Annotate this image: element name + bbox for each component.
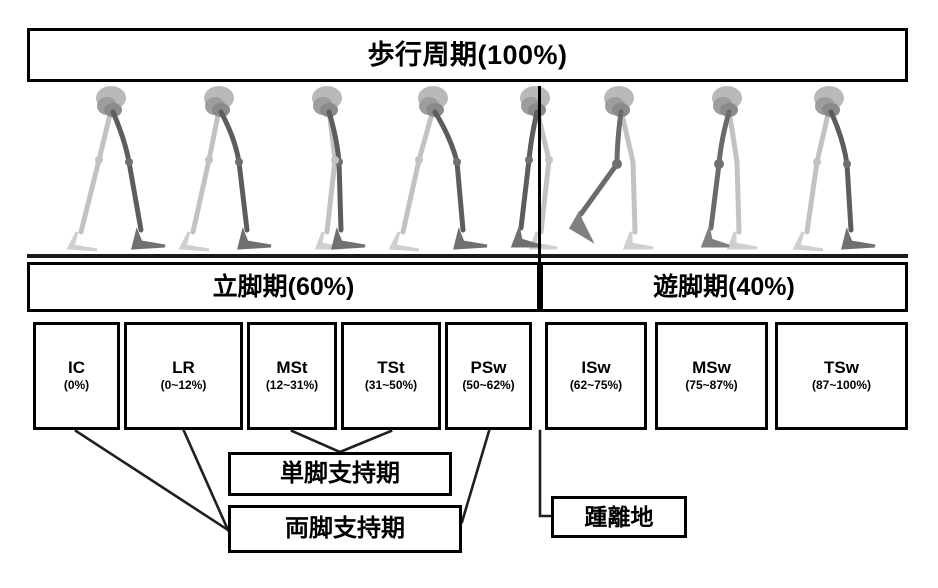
skeleton-illustration-strip — [27, 86, 908, 256]
skeleton-figure-tsw — [792, 86, 876, 252]
subphase-range-tst: (31~50%) — [364, 378, 418, 393]
connector-ic-to-double-support — [74, 429, 230, 532]
subphase-box-tsw: TSw (87~100%) — [775, 322, 908, 430]
subphase-box-tst: TSt (31~50%) — [341, 322, 441, 430]
subphase-code-msw: MSw — [692, 357, 731, 377]
subphase-range-isw: (62~75%) — [569, 378, 623, 393]
subphase-code-tst: TSt — [377, 357, 405, 377]
subphase-box-msw: MSw (75~87%) — [655, 322, 768, 430]
stance-phase-box: 立脚期(60%) — [27, 262, 540, 312]
skeleton-figure-mst — [312, 86, 366, 250]
subphase-code-lr: LR — [172, 357, 195, 377]
gait-cycle-title-label: 歩行周期(100%) — [367, 39, 568, 70]
skeleton-figure-msw — [700, 86, 758, 250]
connector-tst-to-single-support — [338, 429, 393, 454]
double-limb-support-box: 両脚支持期 — [228, 505, 462, 553]
subphase-box-isw: ISw (62~75%) — [545, 322, 647, 430]
connector-mst-to-single-support — [290, 429, 342, 454]
skeleton-figure-lr — [178, 86, 272, 252]
double-limb-support-label: 両脚支持期 — [285, 515, 405, 542]
subphase-range-lr: (0~12%) — [160, 378, 207, 393]
subphase-box-mst: MSt (12~31%) — [247, 322, 337, 430]
connector-psw-to-double-support — [460, 429, 491, 524]
subphase-code-tsw: TSw — [824, 357, 859, 377]
ground-reference-line — [27, 254, 908, 258]
heel-off-label: 踵離地 — [584, 503, 654, 530]
skeleton-figure-tst — [388, 86, 488, 252]
single-limb-support-label: 単脚支持期 — [280, 460, 400, 487]
subphase-code-isw: ISw — [581, 357, 611, 377]
connector-heel-off-leader — [538, 429, 553, 518]
stance-swing-divider-line — [538, 86, 541, 312]
single-limb-support-box: 単脚支持期 — [228, 452, 452, 496]
subphase-box-psw: PSw (50~62%) — [445, 322, 532, 430]
subphase-range-psw: (50~62%) — [462, 378, 515, 393]
subphase-range-tsw: (87~100%) — [811, 378, 872, 393]
skeleton-figure-ic — [66, 86, 166, 252]
swing-phase-label: 遊脚期(40%) — [653, 272, 795, 301]
subphase-code-psw: PSw — [470, 357, 507, 377]
subphase-box-lr: LR (0~12%) — [124, 322, 243, 430]
swing-phase-box: 遊脚期(40%) — [540, 262, 908, 312]
subphase-box-ic: IC (0%) — [33, 322, 120, 430]
heel-off-box: 踵離地 — [551, 496, 687, 538]
subphase-range-msw: (75~87%) — [685, 378, 738, 393]
gait-cycle-title-box: 歩行周期(100%) — [27, 28, 908, 82]
skeleton-figure-isw — [568, 86, 654, 250]
stance-phase-label: 立脚期(60%) — [212, 272, 355, 301]
subphase-range-ic: (0%) — [63, 378, 90, 393]
subphase-code-ic: IC — [68, 357, 85, 377]
subphase-range-mst: (12~31%) — [265, 378, 319, 393]
subphase-code-mst: MSt — [276, 357, 308, 377]
